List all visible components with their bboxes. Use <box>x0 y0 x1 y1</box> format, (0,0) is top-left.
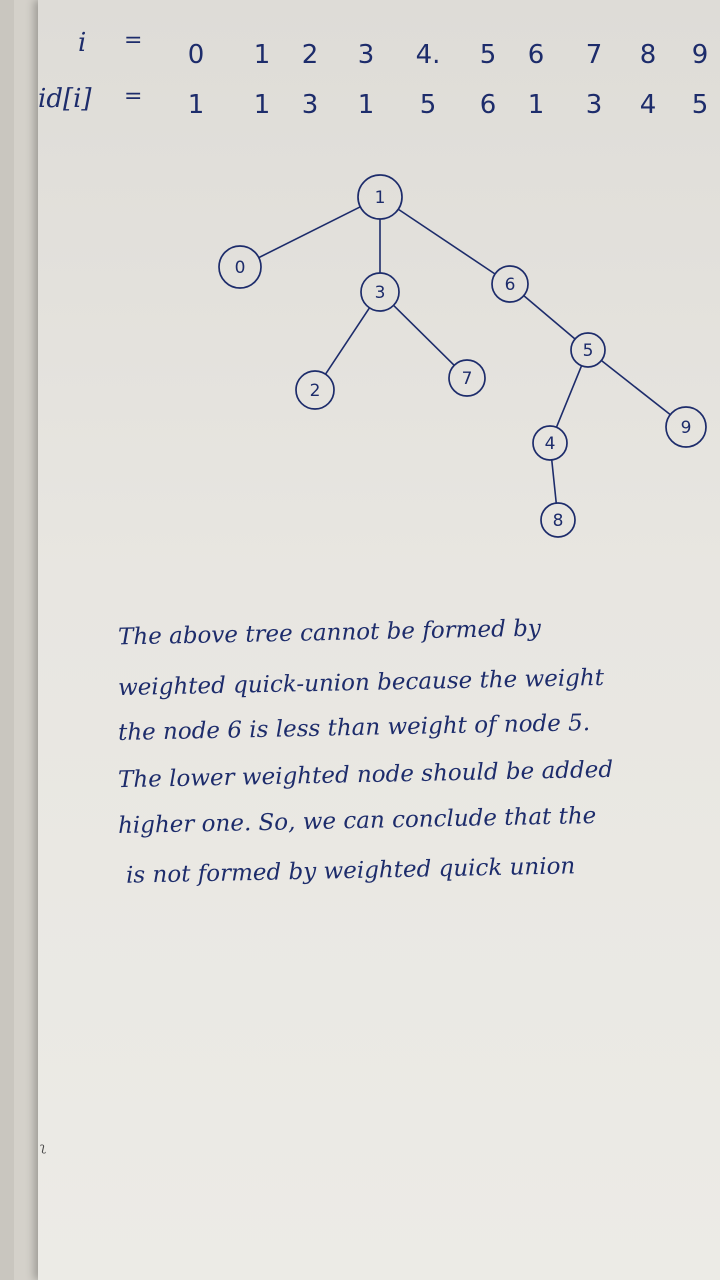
tree-node-circle <box>540 502 576 538</box>
index-cell-9: 9 <box>691 40 709 70</box>
tree-node-label: 6 <box>505 275 516 295</box>
tree-node-7: 7 <box>448 359 486 397</box>
value-cell-8: 4 <box>639 90 657 120</box>
value-cell-9: 5 <box>691 90 709 120</box>
tree-node-4: 4 <box>532 425 568 461</box>
tree-node-circle <box>665 406 707 448</box>
value-cell-6: 1 <box>527 90 545 120</box>
index-cell-3: 3 <box>357 40 375 70</box>
value-cell-1: 1 <box>253 90 271 120</box>
tree-node-label: 1 <box>375 188 386 208</box>
value-cell-5: 6 <box>479 90 497 120</box>
index-cell-6: 6 <box>527 40 545 70</box>
tree-node-circle <box>357 174 403 220</box>
tree-node-0: 0 <box>218 245 262 289</box>
notebook-page <box>38 0 720 1280</box>
tree-node-circle <box>491 265 529 303</box>
tree-node-3: 3 <box>360 272 400 312</box>
tree-node-label: 8 <box>553 511 564 531</box>
value-label: id[i] <box>38 84 92 114</box>
tree-node-label: 3 <box>375 283 386 303</box>
tree-node-label: 0 <box>235 258 246 278</box>
tree-node-circle <box>218 245 262 289</box>
index-cell-0: 0 <box>187 40 205 70</box>
index-cell-8: 8 <box>639 40 657 70</box>
tree-node-5: 5 <box>570 332 606 368</box>
tree-edge-1-0 <box>258 206 361 259</box>
tree-edge-1-6 <box>397 208 496 275</box>
tree-node-label: 7 <box>462 369 473 389</box>
index-label: i <box>78 28 87 58</box>
tree-node-8: 8 <box>540 502 576 538</box>
tree-node-label: 4 <box>545 434 556 454</box>
margin-mark: ʅ <box>40 1140 46 1154</box>
value-cell-7: 3 <box>585 90 603 120</box>
tree-node-label: 5 <box>583 341 594 361</box>
tree-node-circle <box>570 332 606 368</box>
value-cell-4: 5 <box>419 90 437 120</box>
index-cell-5: 5 <box>479 40 497 70</box>
tree-edge-3-7 <box>392 304 455 366</box>
tree-node-label: 9 <box>681 418 692 438</box>
tree-node-6: 6 <box>491 265 529 303</box>
tree-edge-4-8 <box>550 459 558 504</box>
value-eq: = <box>124 84 143 109</box>
tree-node-circle <box>360 272 400 312</box>
tree-node-label: 2 <box>310 381 321 401</box>
value-cell-2: 3 <box>301 90 319 120</box>
tree-node-circle <box>295 370 335 410</box>
index-cell-7: 7 <box>585 40 603 70</box>
tree-node-9: 9 <box>665 406 707 448</box>
value-cell-0: 1 <box>187 90 205 120</box>
tree-node-2: 2 <box>295 370 335 410</box>
tree-node-circle <box>532 425 568 461</box>
tree-edge-5-9 <box>600 359 671 416</box>
tree-node-1: 1 <box>357 174 403 220</box>
index-cell-2: 2 <box>301 40 319 70</box>
tree-edge-6-5 <box>523 295 576 340</box>
index-eq: = <box>124 28 143 53</box>
index-cell-1: 1 <box>253 40 271 70</box>
value-cell-3: 1 <box>357 90 375 120</box>
index-cell-4: 4. <box>415 40 441 70</box>
page-edge <box>0 0 14 1280</box>
tree-edge-5-4 <box>555 365 583 428</box>
tree-edge-3-2 <box>324 307 371 375</box>
tree-node-circle <box>448 359 486 397</box>
